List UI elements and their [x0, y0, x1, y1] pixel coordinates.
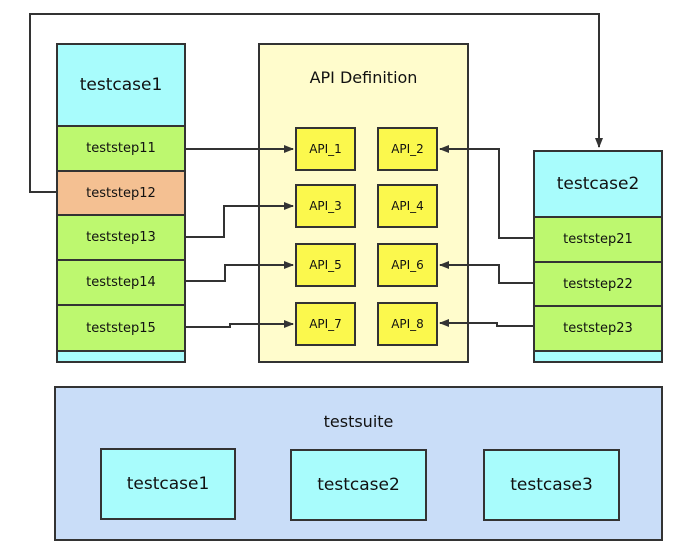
api-box-2[interactable]: API_2	[377, 127, 438, 171]
teststep15[interactable]: teststep15	[58, 306, 184, 352]
wire-teststep13-api3	[186, 202, 294, 238]
testsuite-testcase3[interactable]: testcase3	[483, 449, 620, 521]
testcase1-footer	[58, 352, 184, 361]
testcase1-header[interactable]: testcase1	[58, 45, 184, 127]
teststep11[interactable]: teststep11	[58, 127, 184, 172]
teststep21[interactable]: teststep21	[535, 218, 661, 263]
api-box-1[interactable]: API_1	[295, 127, 356, 171]
testcase2-header[interactable]: testcase2	[535, 152, 661, 218]
api-box-4[interactable]: API_4	[377, 184, 438, 228]
api-box-7[interactable]: API_7	[295, 302, 356, 346]
testcase1-column: testcase1 teststep11 teststep12 teststep…	[56, 43, 186, 363]
testcase2-column: testcase2 teststep21 teststep22 teststep…	[533, 150, 663, 363]
testsuite-title: testsuite	[323, 412, 394, 431]
wire-teststep15-api7	[186, 320, 294, 328]
teststep14[interactable]: teststep14	[58, 261, 184, 306]
api-box-6[interactable]: API_6	[377, 243, 438, 287]
wire-teststep22-api6	[439, 261, 533, 284]
api-box-8[interactable]: API_8	[377, 302, 438, 346]
api-box-5[interactable]: API_5	[295, 243, 356, 287]
teststep23[interactable]: teststep23	[535, 307, 661, 352]
api-definition-title: API Definition	[309, 68, 418, 87]
api-box-3[interactable]: API_3	[295, 184, 356, 228]
teststep22[interactable]: teststep22	[535, 263, 661, 307]
testsuite-testcase2[interactable]: testcase2	[290, 449, 427, 521]
wire-teststep12-testcase2	[29, 13, 603, 193]
testcase2-footer	[535, 352, 661, 361]
teststep12[interactable]: teststep12	[58, 172, 184, 216]
wire-teststep21-api2	[439, 145, 533, 239]
wire-teststep23-api8	[439, 319, 533, 327]
teststep13[interactable]: teststep13	[58, 216, 184, 261]
testsuite-testcase1[interactable]: testcase1	[100, 448, 236, 520]
wire-teststep14-api5	[186, 261, 294, 282]
